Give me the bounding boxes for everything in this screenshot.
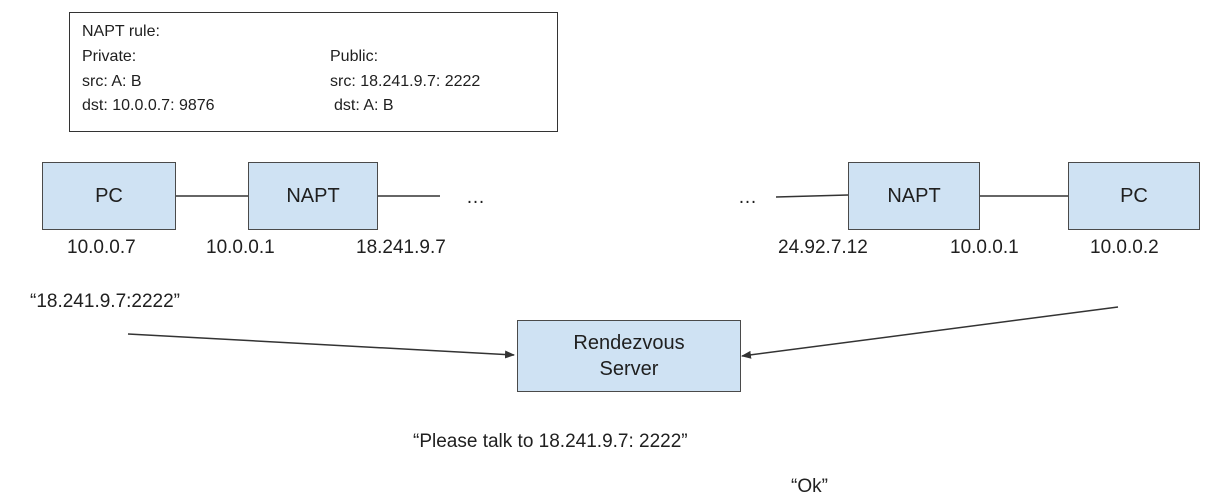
pc-node-right: PC bbox=[1068, 162, 1200, 230]
napt-node-right: NAPT bbox=[848, 162, 980, 230]
link-internet-to-napt-right bbox=[775, 194, 849, 198]
ok-reply-message: “Ok” bbox=[791, 476, 828, 497]
ellipsis-right: … bbox=[738, 187, 757, 208]
napt-rule-public-heading: Public: bbox=[330, 48, 379, 65]
napt-rule-public-src: src: 18.241.9.7: 2222 bbox=[330, 73, 481, 90]
arrow-left-pc-to-server bbox=[127, 333, 515, 359]
napt-rule-box bbox=[69, 12, 558, 132]
rendezvous-server-label-line2: Server bbox=[599, 358, 659, 380]
napt-rule-private-dst: dst: 10.0.0.7: 9876 bbox=[82, 97, 215, 114]
napt-rule-private-src: src: A: B bbox=[82, 73, 142, 90]
server-reply-message: “Please talk to 18.241.9.7: 2222” bbox=[413, 431, 688, 452]
napt-node-right-label: NAPT bbox=[887, 185, 941, 207]
napt-node-left: NAPT bbox=[248, 162, 378, 230]
rendezvous-server-node: Rendezvous Server bbox=[517, 320, 741, 392]
pc-node-left: PC bbox=[42, 162, 176, 230]
napt-rule-public-dst: dst: A: B bbox=[334, 97, 394, 114]
right-pc-ip: 10.0.0.2 bbox=[1090, 237, 1159, 258]
right-napt-public-ip: 24.92.7.12 bbox=[778, 237, 868, 258]
pc-node-right-label: PC bbox=[1120, 185, 1148, 207]
left-pc-ip: 10.0.0.7 bbox=[67, 237, 136, 258]
right-napt-private-ip: 10.0.0.1 bbox=[950, 237, 1019, 258]
arrow-right-pc-to-server bbox=[741, 306, 1119, 359]
left-napt-public-ip: 18.241.9.7 bbox=[356, 237, 446, 258]
napt-rule-private-heading: Private: bbox=[82, 48, 137, 65]
left-napt-private-ip: 10.0.0.1 bbox=[206, 237, 275, 258]
rendezvous-server-label-line1: Rendezvous bbox=[573, 332, 685, 354]
napt-node-left-label: NAPT bbox=[286, 185, 340, 207]
pc-node-left-label: PC bbox=[95, 185, 123, 207]
ellipsis-left: … bbox=[466, 187, 485, 208]
left-report-message: “18.241.9.7:2222” bbox=[30, 291, 181, 312]
napt-rule-title: NAPT rule: bbox=[82, 23, 160, 40]
